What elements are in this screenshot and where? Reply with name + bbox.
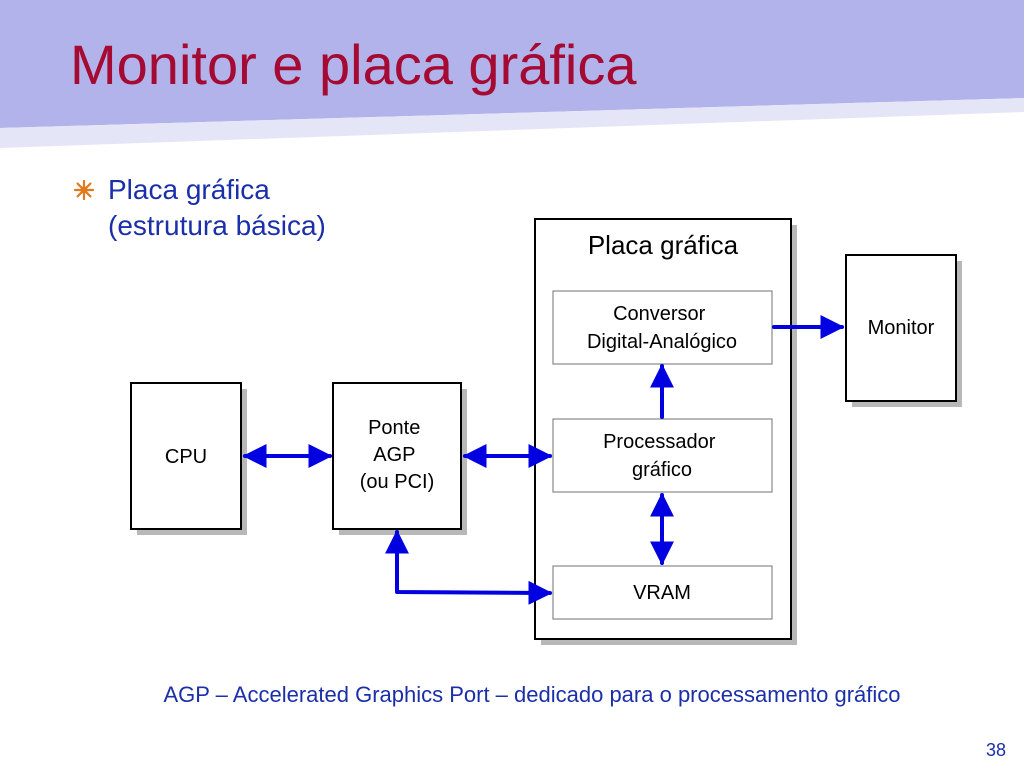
monitor-box: Monitor [845,254,962,407]
agp-bridge-line-3: (ou PCI) [360,471,434,493]
footnote: AGP – Accelerated Graphics Port – dedica… [163,682,901,707]
bullet-line-1: Placa gráfica [108,174,270,205]
dac-label: Conversor Digital-Analógico [587,303,737,353]
vram-label: VRAM [633,582,691,604]
graphics-processor-line-1: Processador [603,431,716,453]
agp-bridge-box: Ponte AGP (ou PCI) [332,382,467,535]
bridge-vram-arrow [385,529,553,605]
graphics-processor-box: Processador gráfico [552,418,773,493]
page-number: 38 [985,740,1006,760]
agp-bridge-line-1: Ponte [368,417,420,439]
vram-box: VRAM [552,565,773,620]
bullet-line-2: (estrutura básica) [108,210,326,241]
dac-box: Conversor Digital-Analógico [552,290,773,365]
dac-label-line-2: Digital-Analógico [587,331,737,353]
bullet-text: Placa gráfica (estrutura básica) [108,172,326,244]
header-band [0,0,1024,148]
agp-bridge-label: Ponte AGP (ou PCI) [360,417,434,493]
bullet-burst-icon [74,180,94,200]
cpu-label: CPU [165,446,207,468]
graphics-processor-line-2: gráfico [632,459,692,481]
cpu-label-line: CPU [165,446,207,468]
slide-title: Monitor e placa gráfica [70,33,637,96]
monitor-label: Monitor [868,317,935,339]
dac-label-line-1: Conversor [613,303,706,325]
agp-bridge-line-2: AGP [373,444,415,466]
vram-label-line: VRAM [633,582,691,604]
graphics-card-label: Placa gráfica [588,230,739,260]
graphics-processor-label: Processador gráfico [603,431,721,481]
cpu-box: CPU [130,382,247,535]
monitor-label-line: Monitor [868,317,935,339]
